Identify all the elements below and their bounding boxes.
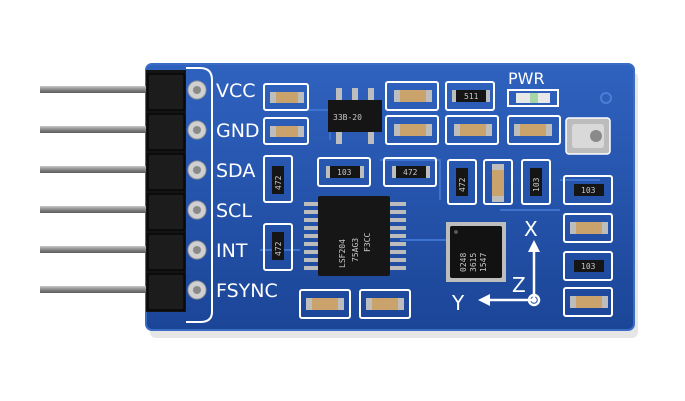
resistor-marking-2: 103	[337, 168, 352, 177]
imu-marking-3: 1547	[479, 253, 488, 272]
resistor-marking-8: 103	[581, 186, 596, 195]
voltage-regulator: 33B-20	[328, 88, 382, 144]
pin-label-vcc: VCC	[216, 80, 256, 102]
resistor-marking-7: 103	[532, 177, 541, 192]
pin-label-sda: SDA	[216, 160, 255, 182]
resistor-marking-1: 511	[464, 92, 479, 101]
resistor-marking-5: 472	[274, 241, 283, 256]
pin-metal-1	[40, 86, 150, 93]
level-shifter-chip: LSF204 75AG3 F3CC	[304, 196, 406, 276]
axis-label-z: Z	[512, 273, 526, 297]
pin-label-int: INT	[216, 240, 248, 262]
component-silk-boxes	[263, 81, 613, 319]
header-silk-outline	[186, 67, 213, 323]
axis-label-y: Y	[451, 291, 465, 315]
level-shifter-marking-2: 75AG3	[351, 238, 360, 262]
header-pins	[40, 86, 150, 293]
axis-label-x: X	[524, 217, 538, 241]
power-led	[507, 89, 559, 107]
regulator-marking: 33B-20	[333, 113, 362, 122]
level-shifter-marking-1: LSF204	[338, 239, 347, 268]
capacitors	[270, 90, 608, 310]
via	[600, 92, 612, 104]
resistor-marking-3: 472	[403, 168, 418, 177]
pin-label-scl: SCL	[216, 200, 252, 222]
axis-indicator	[478, 240, 541, 307]
pressure-sensor	[565, 117, 611, 155]
pin-metal-4	[40, 206, 150, 213]
resistor-marking-6: 472	[458, 177, 467, 192]
pin-metal-5	[40, 246, 150, 253]
resistor-marking-9: 103	[581, 262, 596, 271]
imu-chip: 0248 3615 1547	[446, 222, 506, 282]
power-label: PWR	[508, 69, 545, 88]
pin-metal-2	[40, 126, 150, 133]
pin-label-gnd: GND	[216, 120, 260, 142]
pin-metal-6	[40, 286, 150, 293]
pin-label-fsync: FSYNC	[216, 280, 278, 302]
solder-pads	[187, 80, 207, 300]
pin-metal-3	[40, 166, 150, 173]
level-shifter-marking-3: F3CC	[363, 233, 372, 252]
resistor-marking-4: 472	[274, 175, 283, 190]
resistors: 511 103 472 472 472 472 103 103 103	[272, 90, 604, 272]
header-plastic	[146, 70, 186, 312]
imu-marking-1: 0248	[459, 253, 468, 272]
imu-marking-2: 3615	[469, 253, 478, 272]
